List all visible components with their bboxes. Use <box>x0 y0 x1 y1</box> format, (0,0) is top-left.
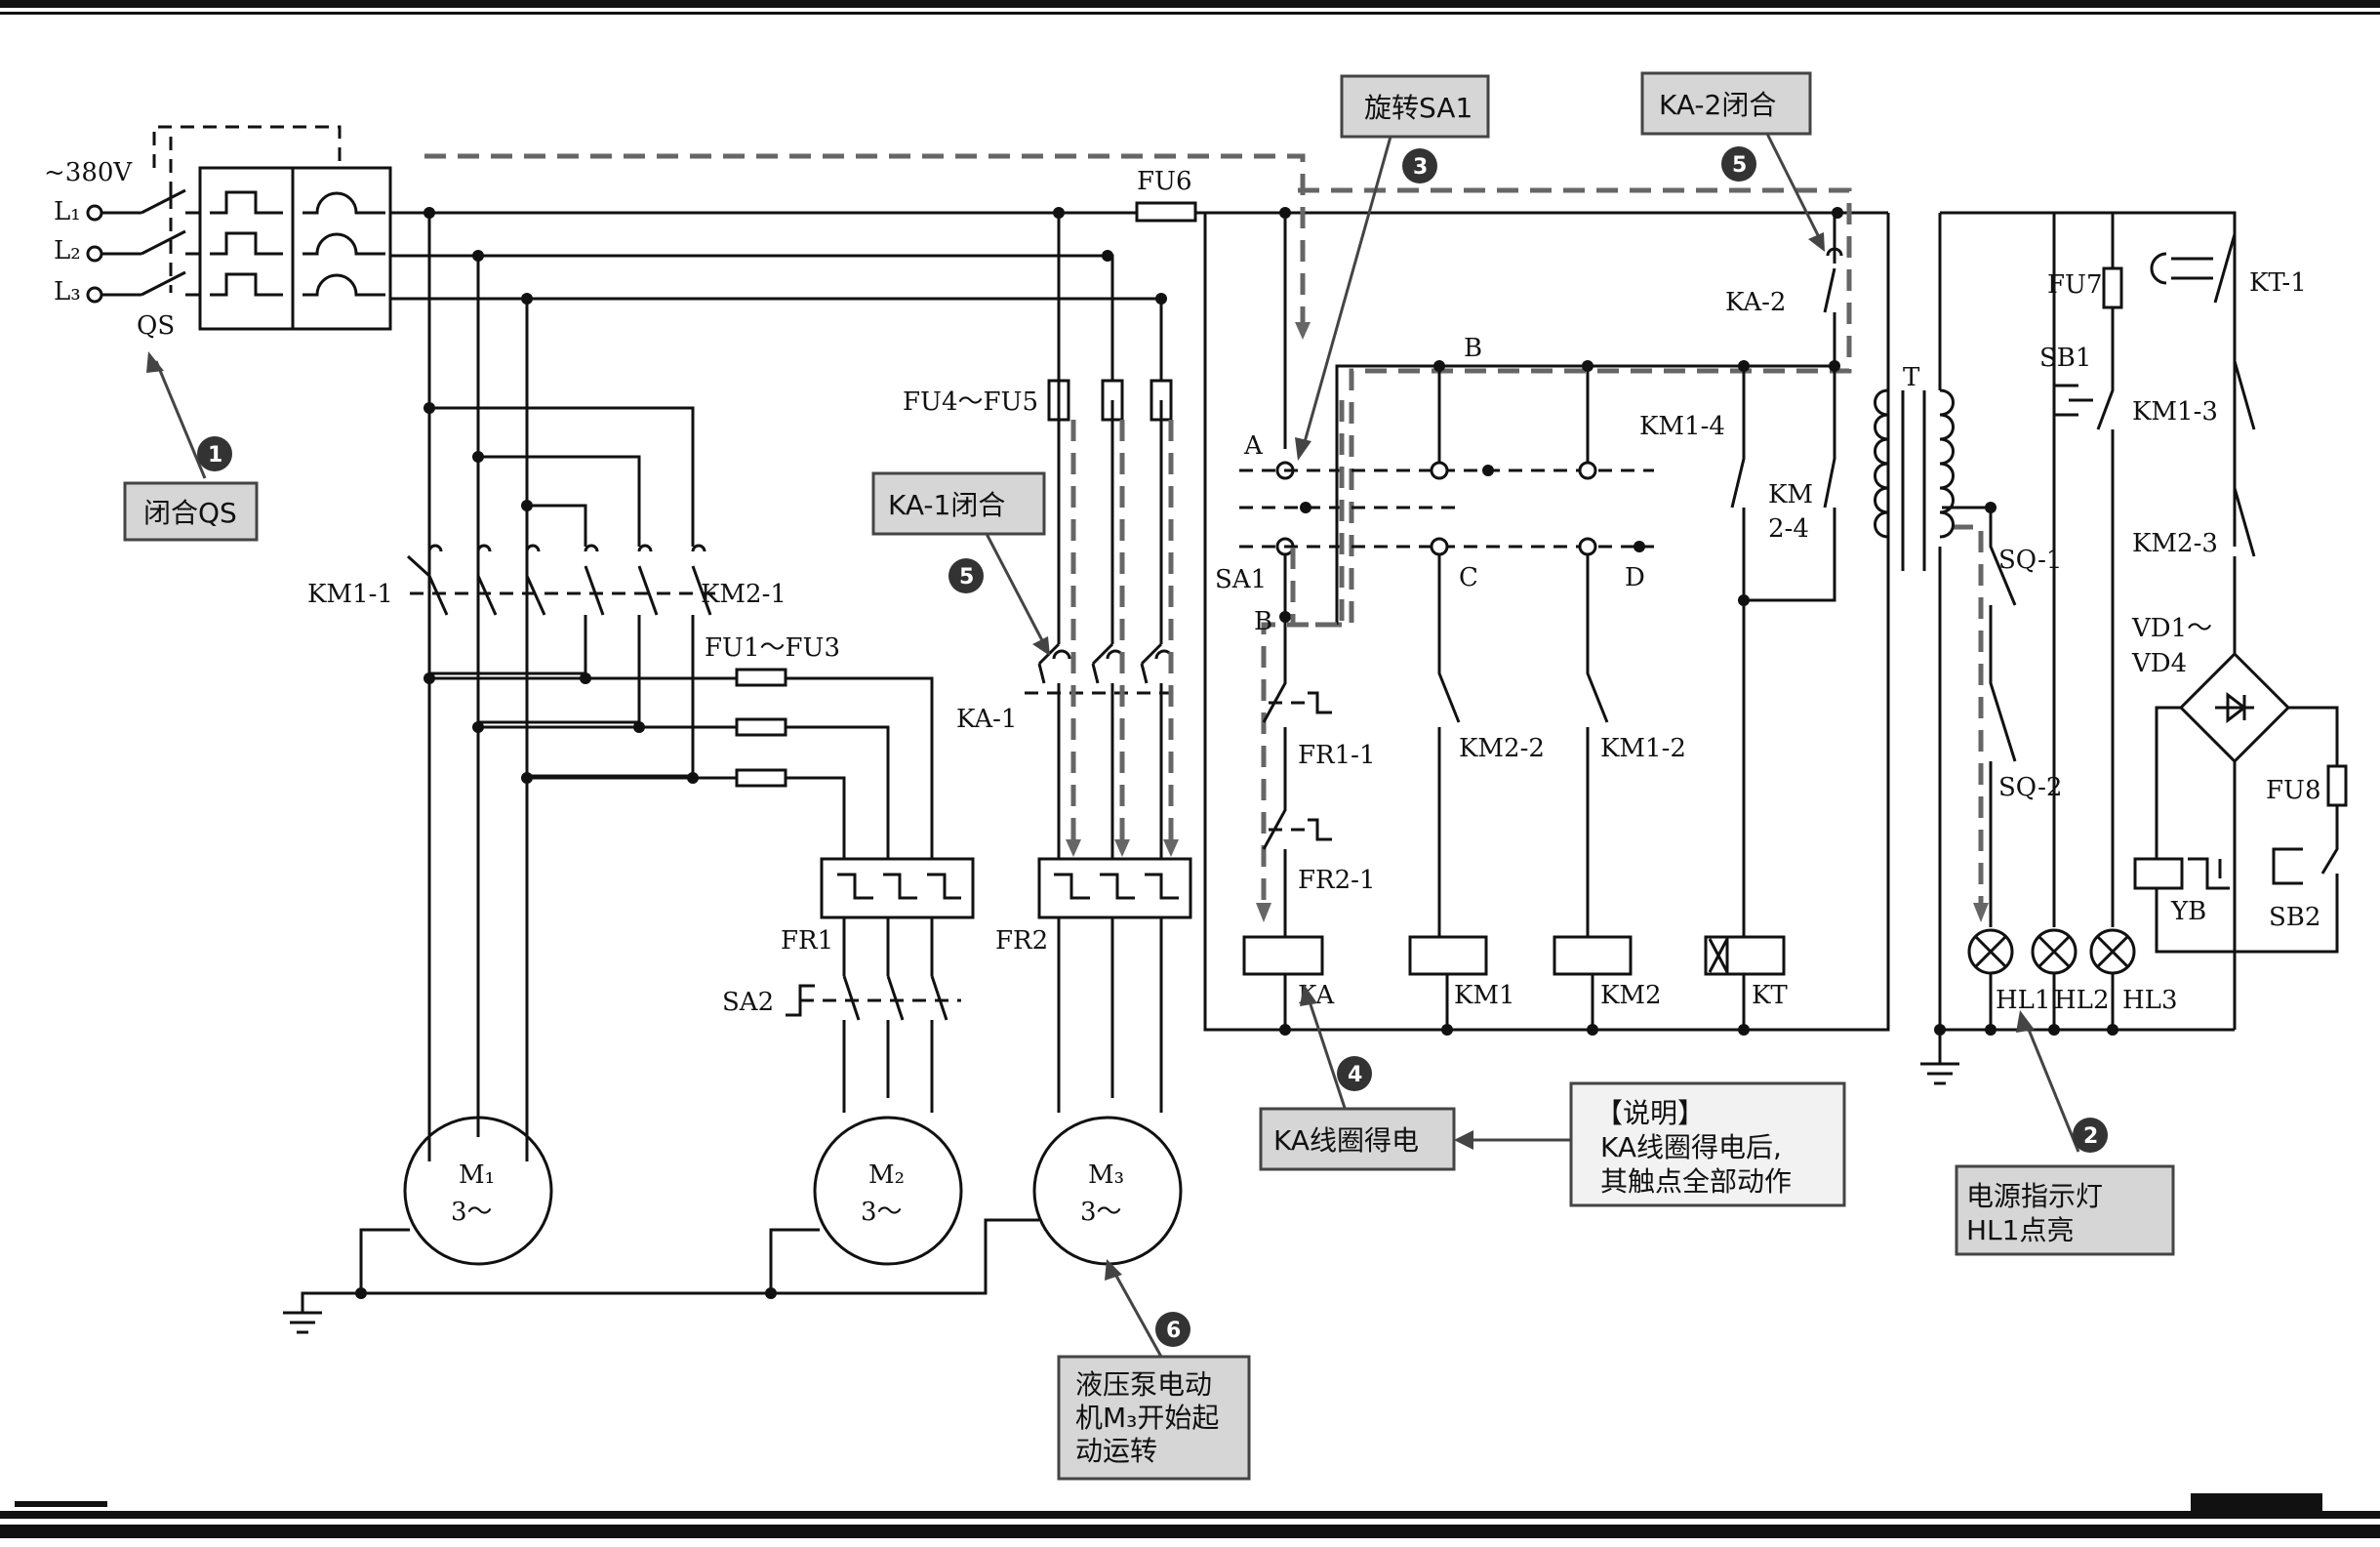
m3-phase: 3～ <box>1080 1198 1122 1227</box>
km1-4-label: KM1-4 <box>1639 412 1725 441</box>
fu6-label: FU6 <box>1137 167 1192 196</box>
m3-branch: FU4～FU5 KA-1 FR2 <box>903 379 1192 1113</box>
callout-5b: 5 KA-2闭合 <box>1640 71 1825 252</box>
c-label: C <box>1459 563 1478 592</box>
fr1-1-label: FR1-1 <box>1298 741 1376 770</box>
l1-label: L₁ <box>54 197 81 226</box>
callout-5b-num: 5 <box>1732 153 1747 178</box>
ka-1-label: KA-1 <box>956 705 1017 734</box>
callout-6-text1: 液压泵电动 <box>1075 1368 1212 1401</box>
m3-label: M₃ <box>1088 1160 1124 1190</box>
ka-2-label: KA-2 <box>1725 288 1786 317</box>
km1-3-label: KM1-3 <box>2132 397 2218 427</box>
callout-4-text: KA线圈得电 <box>1273 1124 1419 1157</box>
callout-4: 4 KA线圈得电 <box>1259 984 1456 1171</box>
t-label: T <box>1903 363 1920 392</box>
callout-5a: 5 KA-1闭合 <box>871 471 1050 656</box>
callout-1: 1 闭合QS <box>123 351 259 542</box>
callout-5a-text: KA-1闭合 <box>888 489 1005 521</box>
l2-label: L₂ <box>54 236 81 265</box>
m1-label: M₁ <box>459 1160 495 1190</box>
km1-label: KM1 <box>1454 981 1515 1010</box>
callout-2-text1: 电源指示灯 <box>1966 1180 2103 1212</box>
motor-m3 <box>1032 1116 1183 1266</box>
sa2-label: SA2 <box>722 988 774 1017</box>
fr1-label: FR1 <box>781 926 833 956</box>
m2-label: M₂ <box>868 1160 905 1190</box>
sq2-label: SQ-2 <box>1998 773 2062 802</box>
l3-label: L₃ <box>54 277 81 306</box>
yb-label: YB <box>2170 897 2206 926</box>
callout-6-num: 6 <box>1166 1319 1181 1343</box>
fu4-fu5-label: FU4～FU5 <box>903 387 1038 417</box>
fu7-label: FU7 <box>2047 270 2103 300</box>
callout-2: 2 电源指示灯 HL1点亮 <box>1955 1010 2175 1256</box>
sq1-label: SQ-1 <box>1998 546 2062 575</box>
km2-4b-label: 2-4 <box>1768 514 1809 544</box>
m1-phase: 3～ <box>451 1198 493 1227</box>
kt-1-label: KT-1 <box>2249 268 2307 298</box>
fu1-fu3-label: FU1～FU3 <box>705 633 840 663</box>
vd-a-label: VD1～ <box>2131 614 2212 643</box>
fu8-label: FU8 <box>2266 776 2321 805</box>
callout-6-text3: 动运转 <box>1075 1435 1157 1467</box>
km2-2-label: KM2-2 <box>1459 734 1545 763</box>
note-line1: KA线圈得电后, <box>1600 1131 1782 1163</box>
power-buses: FU6 <box>390 167 1888 381</box>
a-label: A <box>1243 431 1264 461</box>
hl3-label: HL3 <box>2122 986 2177 1015</box>
callout-6: 6 液压泵电动 机M₃开始起 动运转 <box>1057 1259 1251 1481</box>
callout-5b-text: KA-2闭合 <box>1659 89 1776 121</box>
m1-m2-branch: KM1-1 KM2-1 FU1～FU3 FR1 SA2 <box>307 213 975 1161</box>
vd-b-label: VD4 <box>2131 649 2187 678</box>
callout-1-num: 1 <box>208 443 222 468</box>
supply-terminals: ~380V L₁ L₂ L₃ QS <box>44 137 200 341</box>
km2-label: KM2 <box>1600 981 1662 1010</box>
km2-4a-label: KM <box>1768 480 1813 509</box>
callout-2-num: 2 <box>2083 1124 2098 1149</box>
sb1-label: SB1 <box>2039 344 2091 373</box>
voltage-label: ~380V <box>44 158 133 187</box>
motor-m1 <box>403 1116 553 1266</box>
sb2-label: SB2 <box>2269 903 2320 932</box>
hl2-label: HL2 <box>2054 986 2109 1015</box>
callout-1-text: 闭合QS <box>143 497 237 529</box>
callout-3-text: 旋转SA1 <box>1364 92 1472 124</box>
note-title: 【说明】 <box>1595 1097 1705 1129</box>
motors: M₁ 3～ M₂ 3～ M₃ 3～ <box>283 1116 1183 1334</box>
m2-phase: 3～ <box>861 1198 903 1227</box>
callout-3: 3 旋转SA1 <box>1295 74 1490 461</box>
km2-3-label: KM2-3 <box>2132 529 2218 558</box>
action-paths <box>424 153 1989 922</box>
km1-2-label: KM1-2 <box>1600 734 1686 763</box>
kt-label: KT <box>1752 981 1788 1010</box>
transformer-circuit: T SQ-1 SQ-2 FU7 SB1 KT-1 KM1-3 KM2-3 VD1… <box>1874 211 2348 1085</box>
callout-6-text2: 机M₃开始起 <box>1075 1402 1219 1434</box>
note-line2: 其触点全部动作 <box>1600 1165 1792 1198</box>
callout-2-text2: HL1点亮 <box>1966 1214 2074 1246</box>
b2-label: B <box>1464 334 1482 363</box>
fr2-1-label: FR2-1 <box>1298 866 1376 895</box>
qs-breaker <box>152 125 392 331</box>
hl1-label: HL1 <box>1996 986 2050 1015</box>
qs-label: QS <box>137 311 175 341</box>
callout-5a-num: 5 <box>959 565 974 590</box>
fr2-label: FR2 <box>995 926 1048 956</box>
d-label: D <box>1625 563 1645 592</box>
km2-1-label: KM2-1 <box>701 580 787 609</box>
km1-1-label: KM1-1 <box>307 580 393 609</box>
callout-3-num: 3 <box>1413 155 1428 180</box>
callout-4-num: 4 <box>1348 1063 1362 1087</box>
explanation-note: 【说明】 KA线圈得电后, 其触点全部动作 <box>1454 1081 1846 1207</box>
b-label: B <box>1254 607 1272 636</box>
control-circuit: A SA1 B B C D FR1-1 FR2-1 KA KM2-2 <box>1203 213 1890 1036</box>
motor-m2 <box>813 1116 963 1266</box>
sa1-label: SA1 <box>1215 565 1267 594</box>
